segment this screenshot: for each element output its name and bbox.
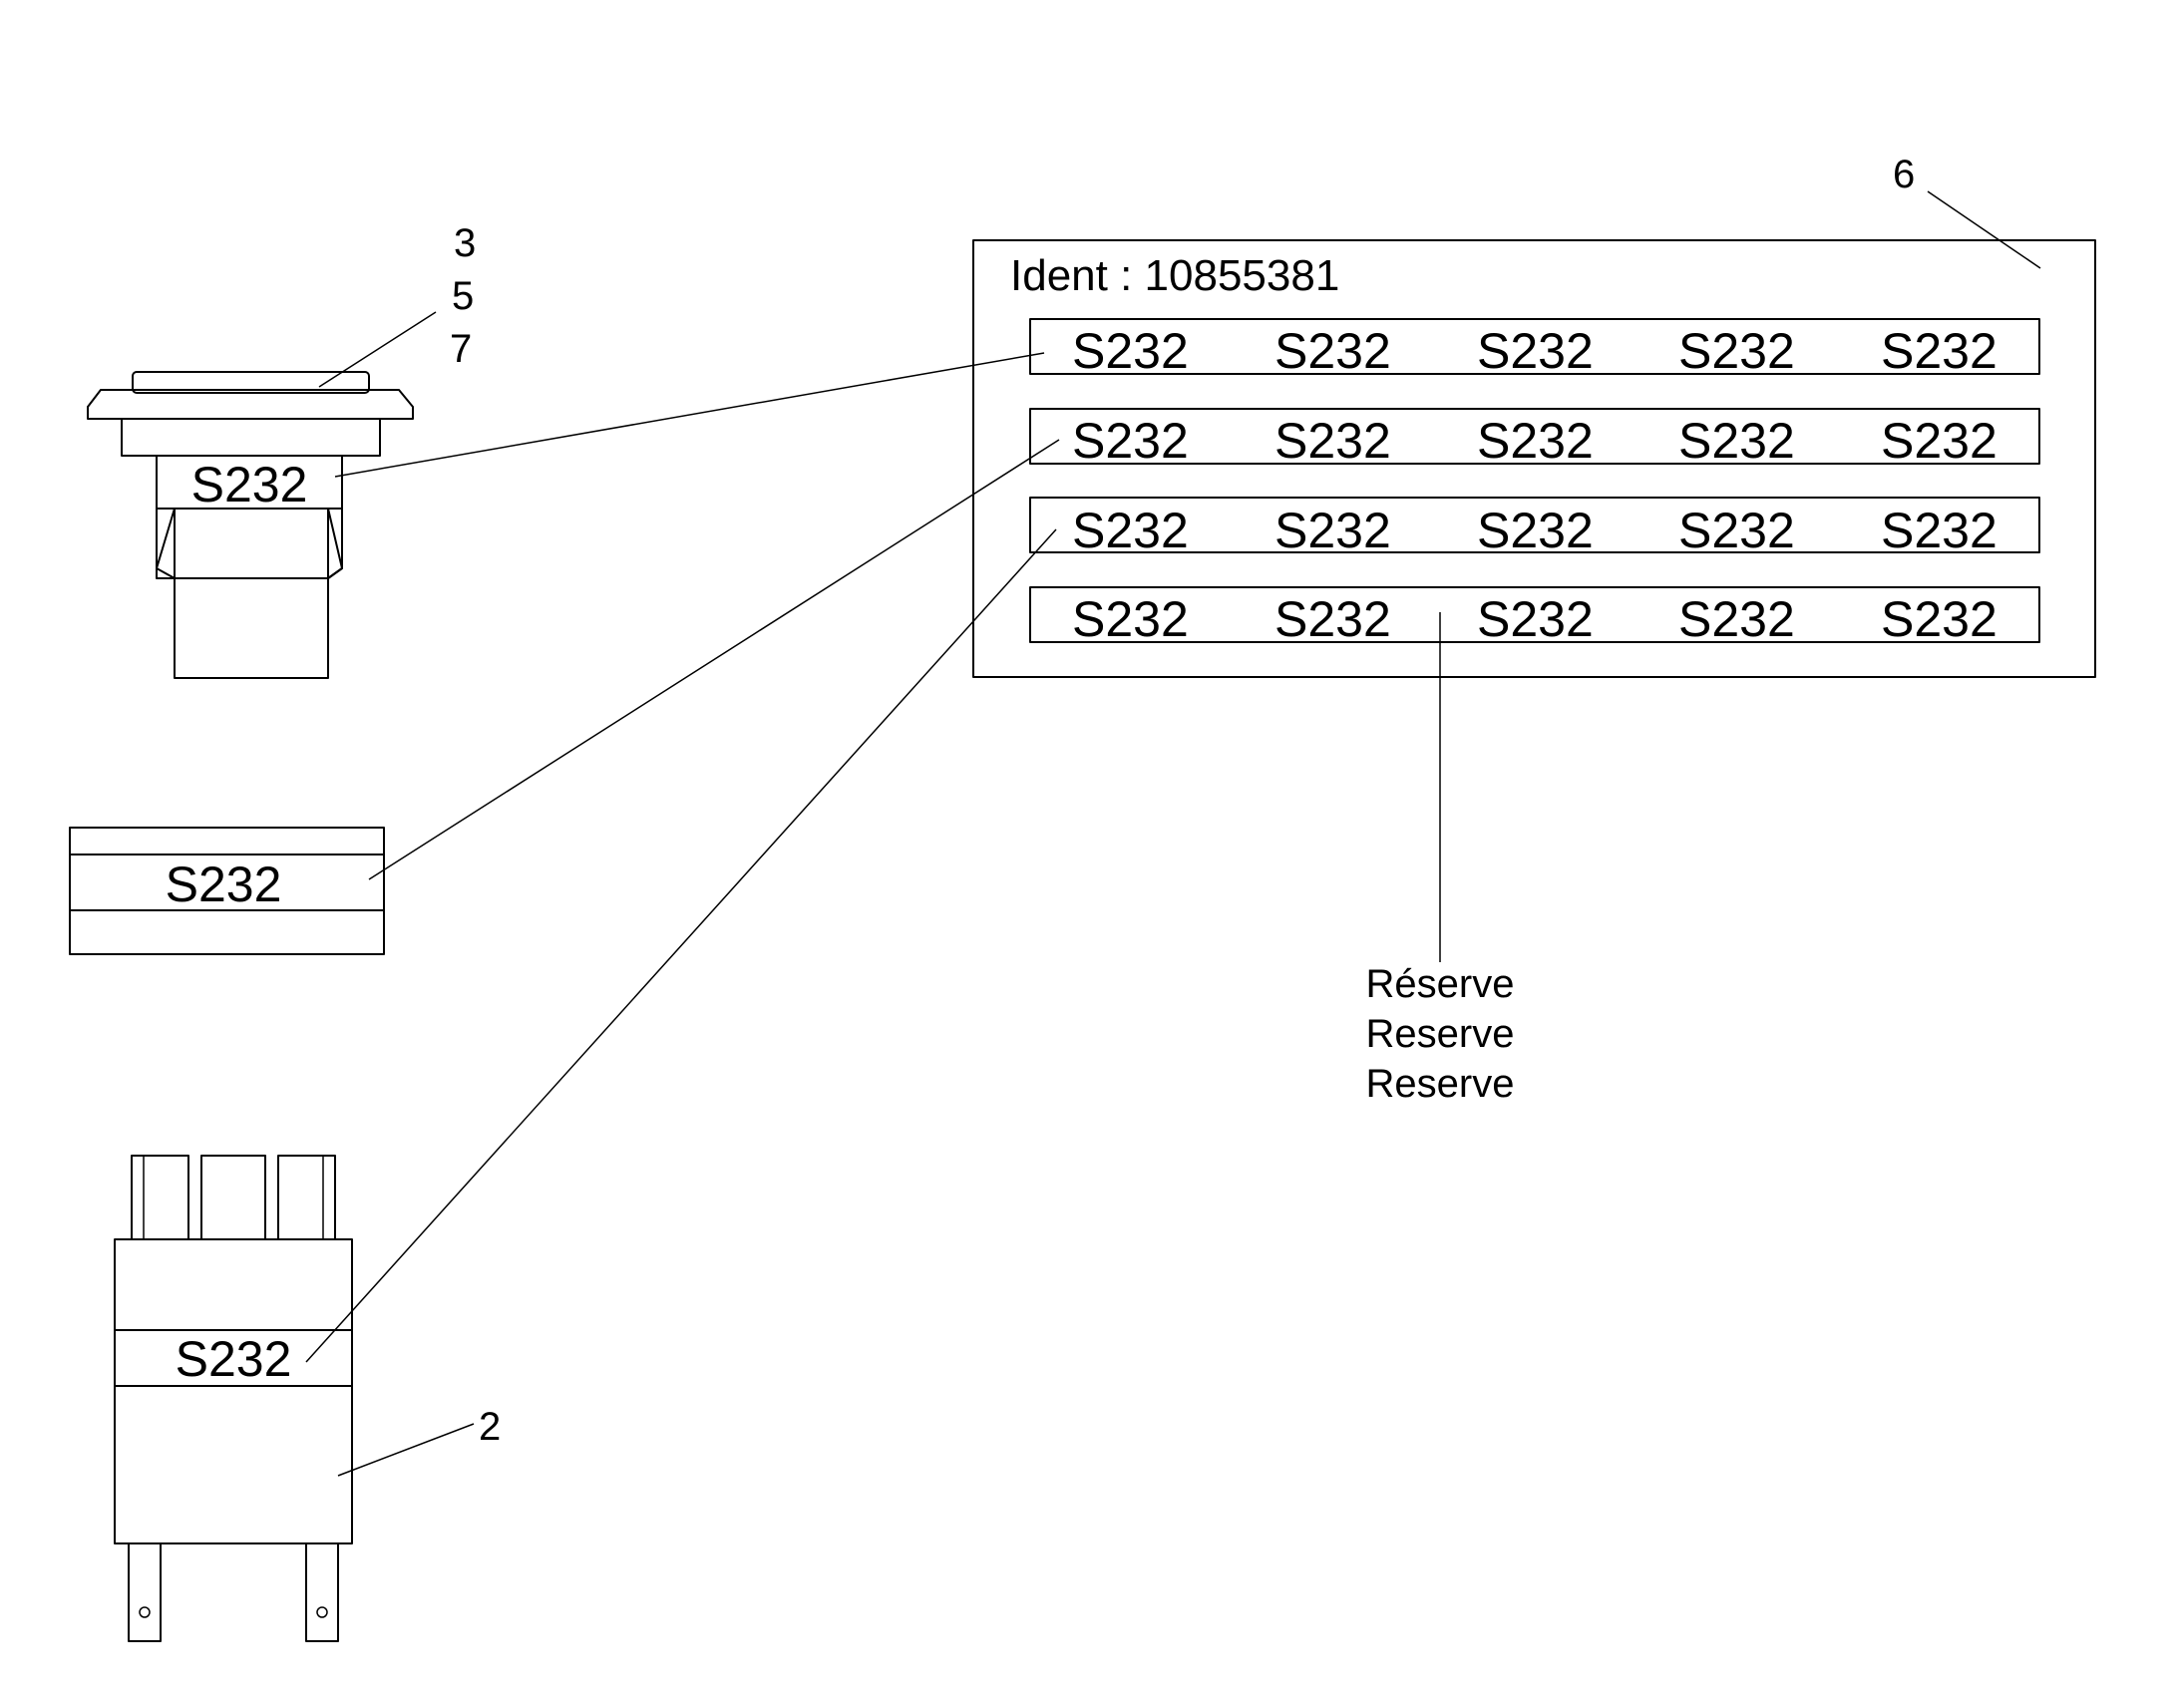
leader-lines (305, 352, 1441, 1363)
label-cell: S232 (1477, 591, 1594, 647)
callout-6: 6 (1893, 153, 1915, 196)
label-row-2 (1029, 408, 2040, 465)
relay-base-component: S232 2 (114, 1155, 501, 1642)
fuse-component: S232 (69, 827, 385, 955)
label-plate-frame (972, 239, 2096, 678)
base-tab-right (277, 1155, 336, 1240)
callout-leader-base (337, 1423, 475, 1477)
base-tab-middle (200, 1155, 266, 1240)
label-cell: S232 (1274, 503, 1391, 558)
base-pin-right (305, 1542, 339, 1642)
relay-flange (87, 389, 414, 420)
leader-row3-to-base (305, 528, 1057, 1363)
label-cell: S232 (1477, 323, 1594, 379)
relay-plug-body (174, 508, 329, 679)
label-cell: S232 (1274, 323, 1391, 379)
reserve-note-en: Reserve (1366, 1012, 1515, 1056)
relay-housing (156, 508, 343, 579)
relay-base-label: S232 (176, 1331, 292, 1387)
label-row-1-cells: S232 S232 S232 S232 S232 (1072, 323, 1998, 379)
callout-2: 2 (479, 1405, 501, 1449)
base-tab-left (131, 1155, 189, 1240)
label-row-3 (1029, 497, 2040, 553)
label-cell: S232 (1678, 413, 1795, 469)
label-cell: S232 (1072, 323, 1189, 379)
callout-5: 5 (452, 274, 474, 318)
label-cell: S232 (1678, 503, 1795, 558)
relay-component: S232 (87, 371, 414, 679)
label-row-1 (1029, 318, 2040, 375)
callout-3: 3 (454, 221, 476, 265)
relay-housing-left-clip (156, 508, 176, 579)
label-cell: S232 (1881, 591, 1998, 647)
relay-top-label: S232 (191, 457, 308, 512)
label-cell: S232 (1072, 413, 1189, 469)
base-pin-left-hole (139, 1606, 151, 1618)
callout-leader-relay (318, 311, 437, 388)
label-cell: S232 (1274, 413, 1391, 469)
callout-relay-numbers: 3 5 7 (318, 221, 476, 388)
label-cell: S232 (1072, 591, 1189, 647)
reserve-note-de: Reserve (1366, 1062, 1515, 1106)
label-row-2-cells: S232 S232 S232 S232 S232 (1072, 413, 1998, 469)
leader-row2-to-fuse (368, 439, 1060, 880)
label-plate-ident: Ident : 10855381 (1010, 251, 1339, 300)
label-cell: S232 (1881, 413, 1998, 469)
reserve-note: Réserve Reserve Reserve (1366, 962, 1515, 1106)
base-pin-left (128, 1542, 162, 1642)
callout-7: 7 (450, 327, 472, 371)
label-plate: Ident : 10855381 S232 S232 S232 S232 S23… (972, 153, 2096, 678)
label-cell: S232 (1881, 503, 1998, 558)
base-pin-right-hole (316, 1606, 328, 1618)
relay-collar (121, 418, 381, 457)
fuse-body (69, 827, 385, 955)
label-row-4-cells: S232 S232 S232 S232 S232 (1072, 591, 1998, 647)
relay-housing-right-clip (327, 508, 343, 579)
leader-row1-to-relay (334, 352, 1045, 478)
reserve-note-fr: Réserve (1366, 962, 1515, 1006)
callout-leader-plate (1927, 190, 2041, 269)
label-cell: S232 (1072, 503, 1189, 558)
label-cell: S232 (1477, 413, 1594, 469)
label-row-3-cells: S232 S232 S232 S232 S232 (1072, 503, 1998, 558)
label-row-4 (1029, 586, 2040, 643)
base-body (114, 1238, 353, 1544)
label-cell: S232 (1678, 323, 1795, 379)
label-cell: S232 (1678, 591, 1795, 647)
label-cell: S232 (1274, 591, 1391, 647)
label-cell: S232 (1477, 503, 1594, 558)
relay-cap (132, 371, 370, 394)
fuse-label: S232 (166, 856, 282, 912)
label-cell: S232 (1881, 323, 1998, 379)
